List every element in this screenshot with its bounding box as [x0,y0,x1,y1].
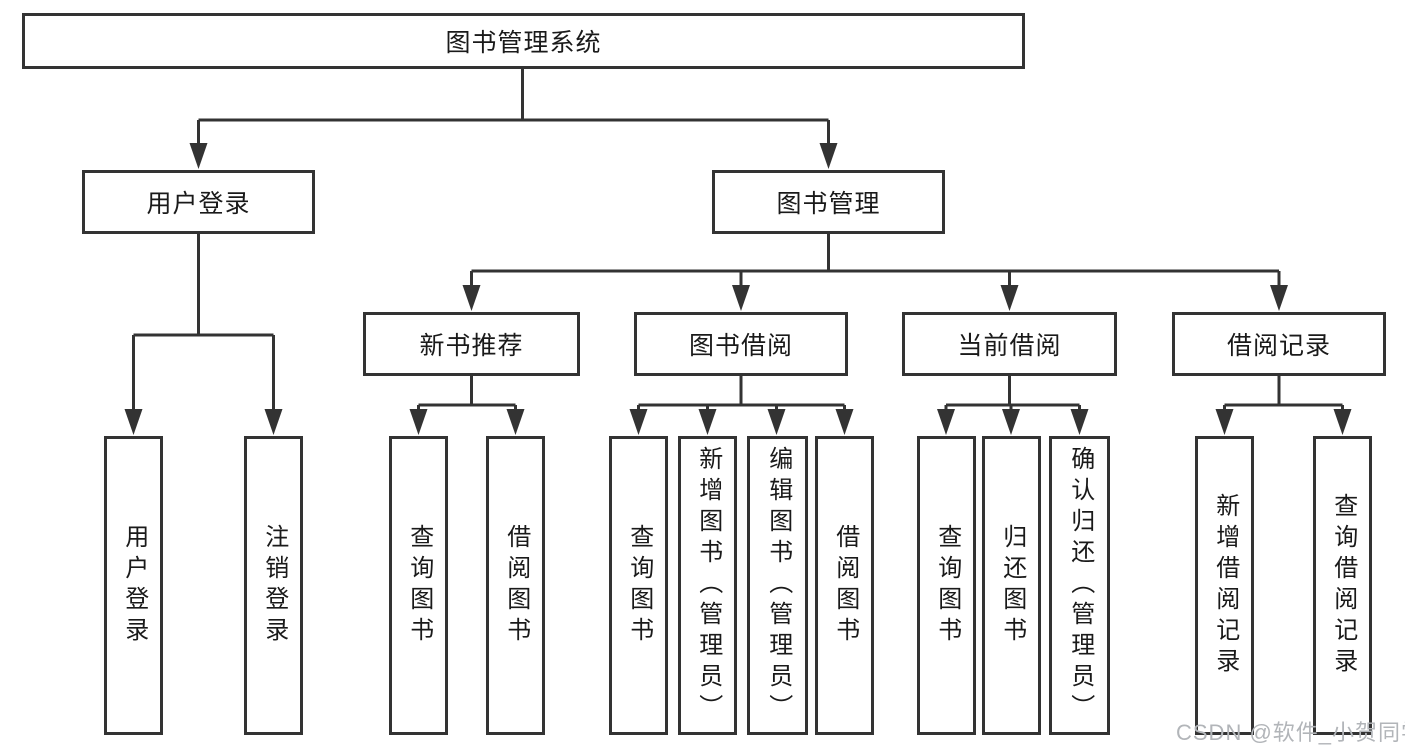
leaf-borrow-book-label: 借阅图书 [831,523,859,648]
leaf-edit-book-admin: 编辑图书（管理员） [747,436,808,735]
leaf-query-book-recommend: 查询图书 [389,436,448,735]
leaf-query-borrow-record-label: 查询借阅记录 [1329,492,1357,679]
leaf-query-borrow-record: 查询借阅记录 [1313,436,1372,735]
node-new-book-recommend: 新书推荐 [363,312,580,376]
node-borrow-records-label: 借阅记录 [1226,332,1331,360]
node-book-borrow-label: 图书借阅 [688,332,793,360]
leaf-add-borrow-record: 新增借阅记录 [1195,436,1254,735]
leaf-add-borrow-record-label: 新增借阅记录 [1211,492,1239,679]
node-book-management: 图书管理 [712,170,945,234]
leaf-confirm-return-admin: 确认归还（管理员） [1049,436,1110,735]
leaf-add-book-admin: 新增图书（管理员） [678,436,737,735]
leaf-query-book-recommend-label: 查询图书 [405,523,433,648]
leaf-return-book: 归还图书 [982,436,1041,735]
leaf-logout-login: 注销登录 [244,436,303,735]
node-user-login-label: 用户登录 [146,190,251,218]
leaf-query-book-current: 查询图书 [917,436,976,735]
watermark: CSDN @软件_小贺同学 [1176,720,1405,745]
leaf-logout-login-label: 注销登录 [260,523,288,648]
leaf-confirm-return-admin-label: 确认归还（管理员） [1066,446,1094,725]
leaf-borrow-book-recommend: 借阅图书 [486,436,545,735]
leaf-borrow-book-recommend-label: 借阅图书 [502,523,530,648]
leaf-query-book-current-label: 查询图书 [933,523,961,648]
node-borrow-records: 借阅记录 [1172,312,1386,376]
leaf-edit-book-admin-label: 编辑图书（管理员） [764,446,792,725]
leaf-query-book-borrow-label: 查询图书 [625,523,653,648]
leaf-query-book-borrow: 查询图书 [609,436,668,735]
node-library-system-label: 图书管理系统 [445,29,602,57]
node-book-borrow: 图书借阅 [634,312,848,376]
node-current-borrow: 当前借阅 [902,312,1117,376]
node-user-login: 用户登录 [82,170,315,234]
leaf-borrow-book: 借阅图书 [815,436,874,735]
node-current-borrow-label: 当前借阅 [957,332,1062,360]
node-new-book-recommend-label: 新书推荐 [419,332,524,360]
leaf-user-login: 用户登录 [104,436,163,735]
node-library-system: 图书管理系统 [22,13,1025,69]
leaf-user-login-label: 用户登录 [120,523,148,648]
leaf-return-book-label: 归还图书 [998,523,1026,648]
node-book-management-label: 图书管理 [776,190,881,218]
leaf-add-book-admin-label: 新增图书（管理员） [694,446,722,725]
